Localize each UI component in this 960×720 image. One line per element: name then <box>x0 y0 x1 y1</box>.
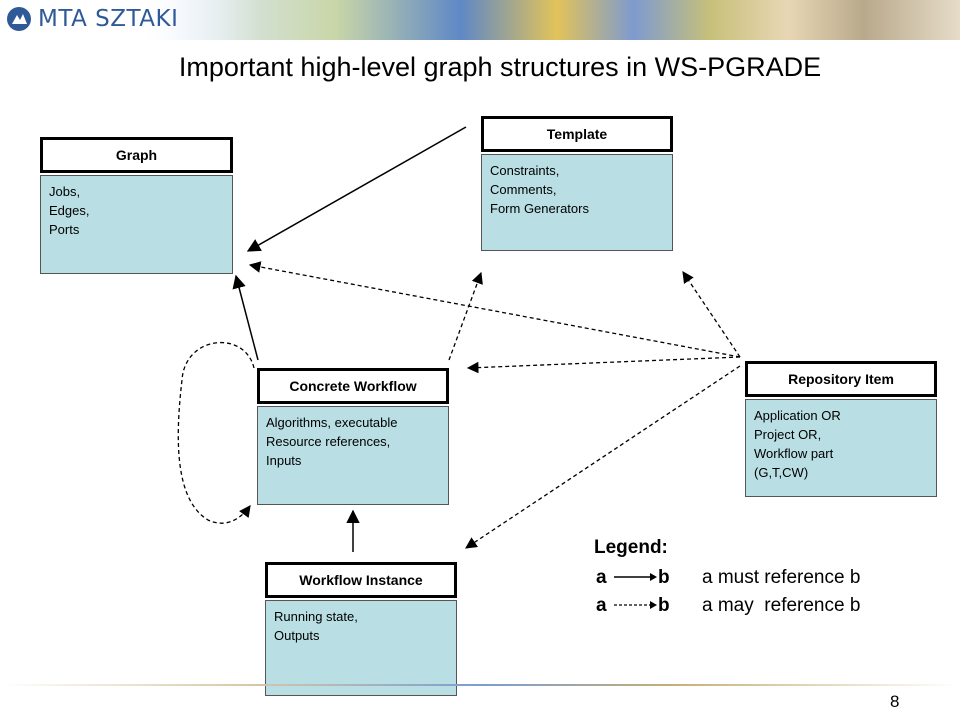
template-node-line: Form Generators <box>490 201 589 216</box>
footer-divider <box>0 684 960 686</box>
page-title: Important high-level graph structures in… <box>178 52 822 82</box>
edge-repository-item-to-workflow-instance <box>465 365 741 549</box>
graph-node-body: Jobs, Edges, Ports <box>40 175 233 274</box>
repository-item-node-body: Application OR Project OR, Workflow part… <box>745 399 937 497</box>
legend-row-may: a b a may reference b <box>594 595 914 619</box>
template-node-body: Constraints, Comments, Form Generators <box>481 154 673 251</box>
template-node: Template Constraints, Comments, Form Gen… <box>481 116 673 251</box>
page-number: 8 <box>890 692 900 711</box>
legend-b-label: b <box>658 595 670 616</box>
legend-may-text: a may reference b <box>702 595 861 616</box>
workflow-instance-node-line: Running state, <box>274 609 358 624</box>
graph-node: Graph Jobs, Edges, Ports <box>40 137 233 274</box>
repository-item-node-line: Application OR <box>754 408 841 423</box>
template-node-line: Comments, <box>490 182 557 197</box>
legend-title: Legend: <box>594 537 668 558</box>
workflow-instance-node-body: Running state, Outputs <box>265 600 457 696</box>
logo-text: MTA SZTAKI <box>38 6 179 32</box>
solid-arrow-icon <box>614 573 657 581</box>
legend-b-label: b <box>658 567 670 588</box>
edge-template-to-graph <box>246 126 467 252</box>
sztaki-logo: MTA SZTAKI <box>6 5 178 33</box>
edge-concrete-workflow-to-graph <box>232 274 259 361</box>
workflow-instance-node: Workflow Instance Running state, Outputs <box>265 562 457 696</box>
graph-node-line: Jobs, <box>49 184 81 199</box>
concrete-workflow-node: Concrete Workflow Algorithms, executable… <box>257 368 449 505</box>
concrete-workflow-node-title: Concrete Workflow <box>257 368 449 404</box>
repository-item-node-line: Workflow part <box>754 446 834 461</box>
concrete-workflow-node-line: Algorithms, executable <box>266 415 398 430</box>
edge-repository-item-to-template <box>682 271 741 358</box>
graph-node-line: Ports <box>49 222 80 237</box>
edge-repository-item-to-graph <box>248 261 741 358</box>
workflow-instance-node-title: Workflow Instance <box>265 562 457 598</box>
workflow-instance-node-line: Outputs <box>274 628 320 643</box>
sztaki-logo-icon <box>7 7 31 31</box>
template-node-title: Template <box>481 116 673 152</box>
template-node-line: Constraints, <box>490 163 560 178</box>
header-banner-fade <box>0 0 260 40</box>
legend-must-text: a must reference b <box>702 567 861 588</box>
edge-concrete-workflow-self-loop <box>177 341 255 524</box>
edge-concrete-workflow-to-template <box>448 271 483 361</box>
repository-item-node-line: (G,T,CW) <box>754 465 809 480</box>
concrete-workflow-node-body: Algorithms, executable Resource referenc… <box>257 406 449 505</box>
graph-node-title: Graph <box>40 137 233 173</box>
concrete-workflow-node-line: Inputs <box>266 453 302 468</box>
repository-item-node: Repository Item Application OR Project O… <box>745 361 937 497</box>
graph-node-line: Edges, <box>49 203 90 218</box>
concrete-workflow-node-line: Resource references, <box>266 434 391 449</box>
repository-item-node-line: Project OR, <box>754 427 822 442</box>
dashed-arrow-icon <box>614 601 657 609</box>
legend-a-label: a <box>596 595 607 616</box>
legend-a-label: a <box>596 567 607 588</box>
legend-row-must: a b a must reference b <box>594 567 914 591</box>
repository-item-node-title: Repository Item <box>745 361 937 397</box>
edge-repository-item-to-concrete-workflow <box>466 356 741 374</box>
